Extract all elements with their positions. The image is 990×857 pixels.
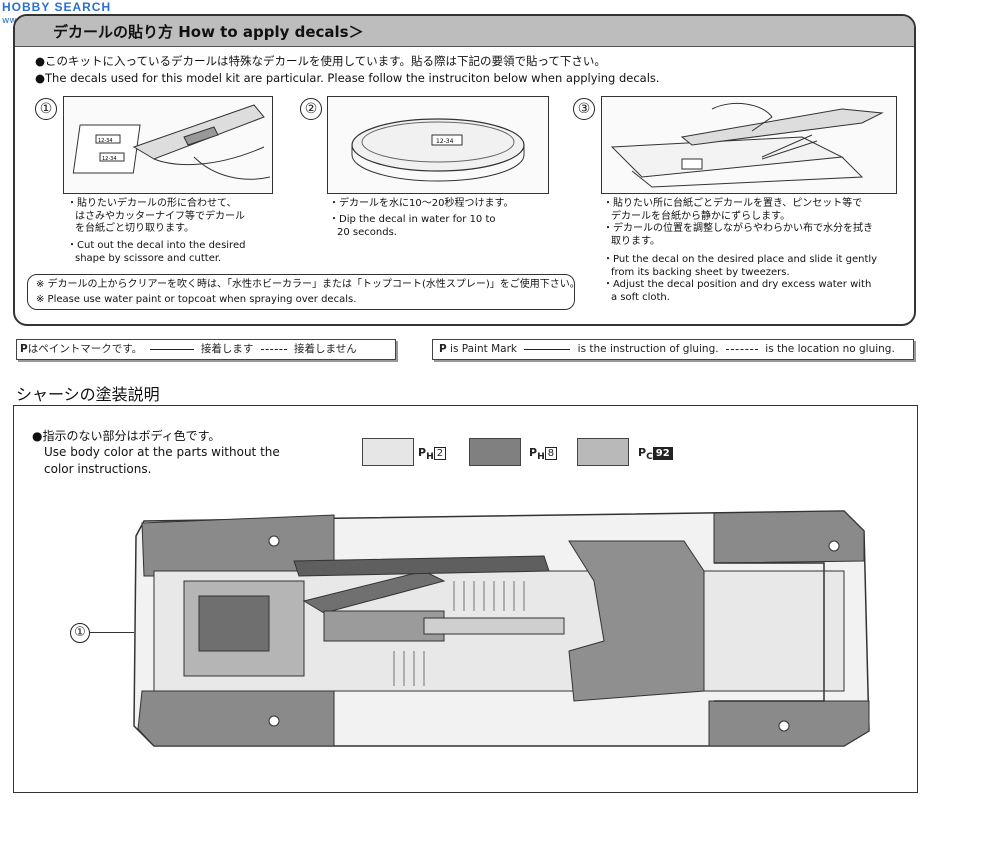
step-3-tweezers-drawing	[610, 103, 884, 188]
watermark-brand: HOBBY SEARCH	[2, 0, 112, 14]
chassis-paint-panel: ●指示のない部分はボディ色です。 Use body color at the p…	[13, 405, 918, 793]
chassis-section-title: シャーシの塗装説明	[16, 385, 160, 404]
body-color-en-1: Use body color at the parts without the	[44, 445, 280, 459]
paint-mark-icon-en: P	[439, 343, 447, 355]
decal-clear-coat-note: ※ デカールの上からクリアーを吹く時は、「水性ホビーカラー」または「トップコート…	[27, 274, 580, 310]
note-en: ※ Please use water paint or topcoat when…	[36, 294, 357, 305]
swatch-h8	[469, 438, 521, 466]
callout-1: ①	[70, 623, 90, 643]
glue-arrow-icon-en	[524, 348, 571, 350]
step-2-illustration: 12-34	[327, 96, 549, 194]
chassis-underside-drawing	[133, 510, 870, 747]
swatch-c92	[577, 438, 629, 466]
no-glue-arrow-icon-en	[725, 348, 758, 350]
step-2-number: ②	[300, 98, 322, 120]
legend-jp: Pはペイントマークです。 接着します 接着しません	[16, 339, 396, 360]
no-glue-arrow-icon	[260, 348, 287, 350]
step-1-number: ①	[35, 98, 57, 120]
step-1-caption-en: ・Cut out the decal into the desired shap…	[67, 240, 246, 264]
step-1-cutting-drawing: 12-34 12-34	[72, 104, 271, 180]
step-1-decal-label-b: 12-34	[102, 156, 117, 162]
callout-1-leader	[90, 632, 134, 633]
legend-en: P is Paint Mark is the instruction of gl…	[432, 339, 914, 360]
step-1-decal-label-a: 12-34	[98, 138, 113, 144]
step-1-illustration: 12-34 12-34	[63, 96, 273, 194]
paint-mark-icon: P	[20, 343, 28, 355]
step-2-caption-jp: ・デカールを水に10～20秒程つけます。	[329, 198, 514, 209]
step-2-decal-label: 12-34	[436, 138, 454, 145]
swatch-h2	[362, 438, 414, 466]
decal-instructions-panel: デカールの貼り方 How to apply decals＞ ●このキットに入って…	[13, 14, 916, 326]
decal-intro-jp: ●このキットに入っているデカールは特殊なデカールを使用しています。貼る際は下記の…	[35, 54, 606, 68]
step-3-number: ③	[573, 98, 595, 120]
step-3-caption-jp-1: ・貼りたい所に台紙ごとデカールを置き、ピンセット等で デカールを台紙から静かにず…	[603, 198, 873, 247]
step-1-caption-jp: ・貼りたいデカールの形に合わせて、 はさみやカッターナイフ等でデカール を台紙ご…	[67, 198, 245, 234]
step-2-caption-en: ・Dip the decal in water for 10 to 20 sec…	[329, 214, 496, 238]
decal-title: デカールの貼り方 How to apply decals＞	[53, 23, 364, 41]
glue-arrow-icon	[149, 348, 194, 350]
step-3-illustration	[601, 96, 897, 194]
decal-intro-en: ●The decals used for this model kit are …	[35, 71, 660, 85]
decal-header-bar	[15, 16, 914, 47]
step-3-caption-en: ・Put the decal on the desired place and …	[603, 254, 878, 303]
body-color-en-2: color instructions.	[44, 462, 152, 476]
body-color-jp: ●指示のない部分はボディ色です。	[32, 429, 221, 443]
step-2-water-dish-drawing: 12-34	[351, 118, 525, 182]
note-jp: ※ デカールの上からクリアーを吹く時は、「水性ホビーカラー」または「トップコート…	[36, 279, 580, 290]
